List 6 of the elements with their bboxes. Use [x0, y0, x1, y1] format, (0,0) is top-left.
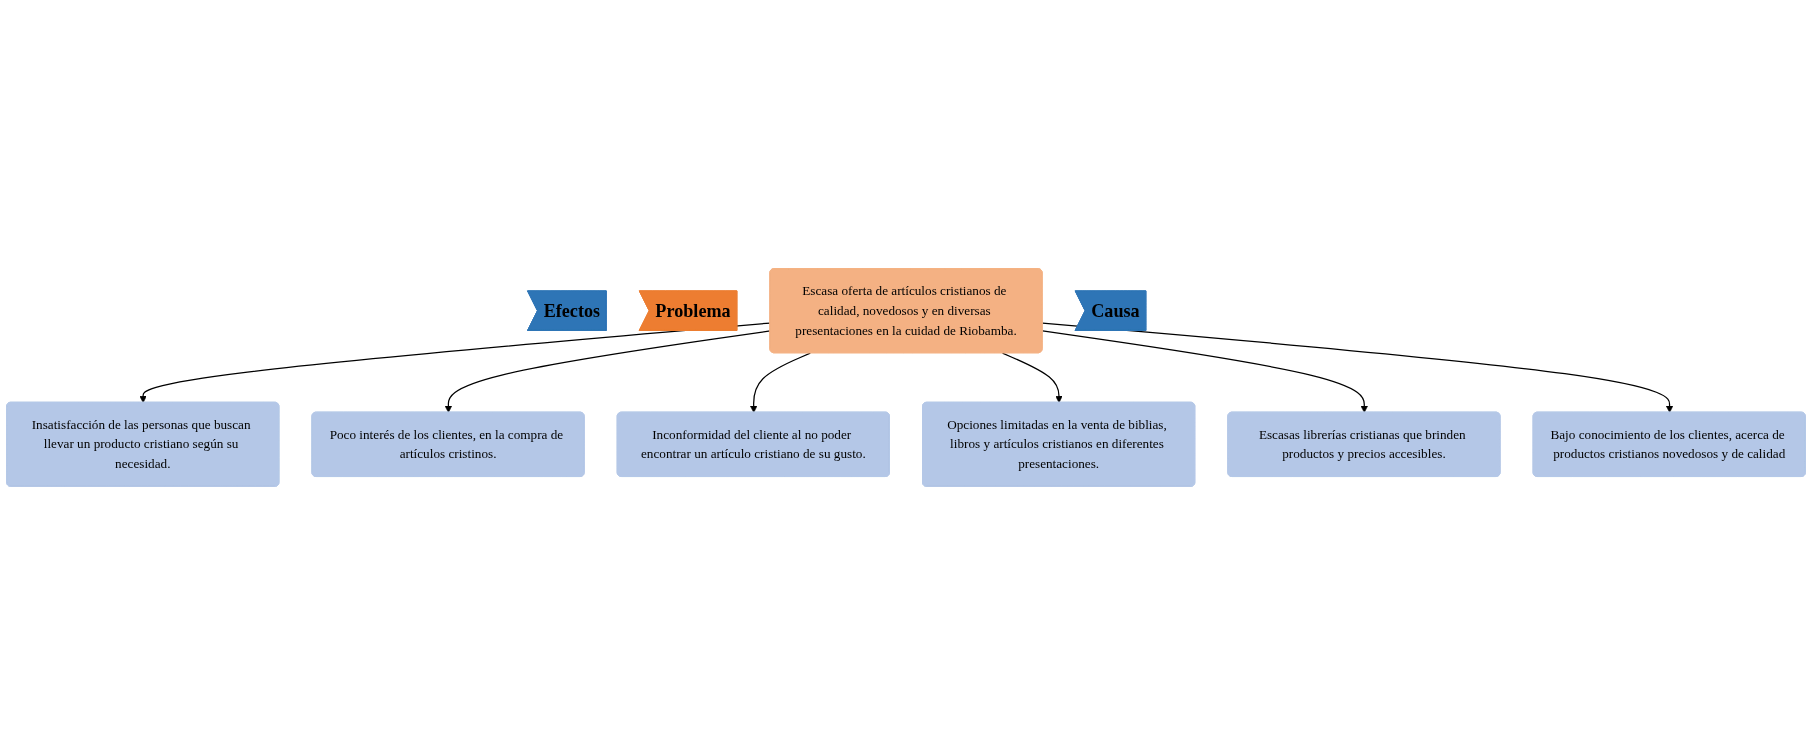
arrow [1041, 330, 1368, 413]
arrow [750, 352, 811, 413]
arrow [1001, 352, 1063, 403]
arrow [1041, 322, 1674, 413]
arrow [139, 322, 771, 403]
arrow [444, 330, 771, 413]
